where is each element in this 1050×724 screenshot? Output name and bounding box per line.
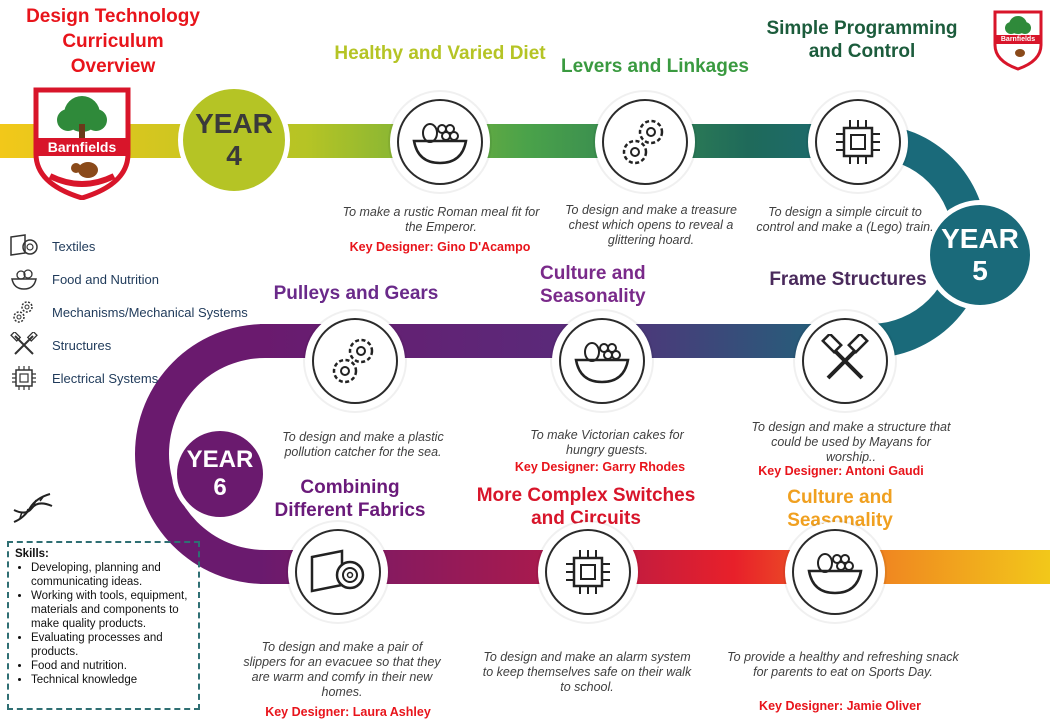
legend-label: Food and Nutrition xyxy=(52,271,159,287)
fruit-bowl-icon xyxy=(8,265,40,293)
year-4-badge: YEAR 4 xyxy=(178,84,290,196)
year-5-badge: YEAR 5 xyxy=(925,200,1035,310)
key-designer: Key Designer: Gino D'Acampo xyxy=(349,240,531,254)
hammers-icon xyxy=(8,331,40,359)
unit-heading: Pulleys and Gears xyxy=(273,283,439,304)
unit-description: To design and make a structure that coul… xyxy=(751,420,951,464)
skill-item: Evaluating processes and products. xyxy=(31,631,192,659)
chip-icon xyxy=(566,550,610,594)
unit-icon-circle xyxy=(305,311,405,411)
legend-item-structures: Structures xyxy=(8,330,111,360)
unit-description: To design and make a treasure chest whic… xyxy=(565,203,737,247)
skills-list: Developing, planning and communicating i… xyxy=(15,561,192,687)
unit-description: To provide a healthy and refreshing snac… xyxy=(727,650,959,679)
title-line-1: Design Technology xyxy=(26,6,200,27)
gears-icon xyxy=(8,298,40,326)
unit-description: To design and make a plastic pollution c… xyxy=(282,430,444,459)
unit-description: To design a simple circuit to control an… xyxy=(756,205,934,234)
chip-icon xyxy=(836,120,880,164)
unit-icon-circle xyxy=(595,92,695,192)
legend-label: Electrical Systems xyxy=(52,370,159,386)
textiles-roll-icon xyxy=(8,232,40,260)
page-title: Design Technology Curriculum Overview xyxy=(8,4,218,79)
fruit-bowl-icon xyxy=(807,553,863,595)
unit-heading: Combining Different Fabrics xyxy=(274,477,426,521)
key-designer: Key Designer: Garry Rhodes xyxy=(514,460,686,474)
unit-icon-circle xyxy=(288,522,388,622)
legend-label: Textiles xyxy=(52,238,96,254)
unit-description: To design and make an alarm system to ke… xyxy=(482,650,692,694)
legend-item-food: Food and Nutrition xyxy=(8,264,159,294)
legend-label: Structures xyxy=(52,337,112,353)
legend-item-electrical: Electrical Systems xyxy=(8,363,158,393)
unit-description: To make a rustic Roman meal fit for the … xyxy=(342,205,540,234)
year-label: YEAR xyxy=(195,108,273,139)
skills-box: Skills: Developing, planning and communi… xyxy=(7,541,200,710)
gears-icon xyxy=(622,119,664,165)
unit-description: To design and make a pair of slippers fo… xyxy=(243,640,441,699)
unit-description: To make Victorian cakes for hungry guest… xyxy=(530,428,684,457)
skill-item: Technical knowledge xyxy=(31,673,192,687)
title-line-3: Overview xyxy=(70,56,156,77)
title-line-2: Curriculum xyxy=(62,31,164,52)
chip-icon xyxy=(8,364,40,392)
fruit-bowl-icon xyxy=(574,342,630,384)
dna-icon xyxy=(10,488,56,528)
legend-item-mechanisms: Mechanisms/Mechanical Systems xyxy=(8,297,248,327)
unit-icon-circle xyxy=(808,92,908,192)
year-label: YEAR xyxy=(186,446,254,473)
unit-icon-circle xyxy=(390,92,490,192)
unit-heading: Frame Structures xyxy=(769,269,927,290)
key-designer: Key Designer: Jamie Oliver xyxy=(759,699,921,713)
barnfields-logo-small: Barnfields xyxy=(992,9,1044,71)
fruit-bowl-icon xyxy=(412,123,468,165)
skill-item: Developing, planning and communicating i… xyxy=(31,561,192,589)
unit-icon-circle xyxy=(538,522,638,622)
skill-item: Working with tools, equipment, materials… xyxy=(31,589,192,631)
unit-icon-circle xyxy=(552,311,652,411)
logo-small-name: Barnfields xyxy=(1000,36,1036,43)
textiles-roll-icon xyxy=(310,549,365,593)
key-designer: Key Designer: Laura Ashley xyxy=(265,705,431,719)
logo-name: Barnfields xyxy=(47,139,117,155)
unit-heading: Culture and Seasonality xyxy=(540,263,646,307)
unit-heading: More Complex Switches and Circuits xyxy=(476,485,696,529)
year-label: YEAR xyxy=(941,223,1019,254)
unit-icon-circle xyxy=(785,522,885,622)
year-number: 4 xyxy=(226,140,242,171)
unit-icon-circle xyxy=(795,311,895,411)
year-number: 6 xyxy=(213,474,227,501)
key-designer: Key Designer: Antoni Gaudi xyxy=(758,464,924,478)
legend-item-textiles: Textiles xyxy=(8,231,95,261)
unit-heading: Healthy and Varied Diet xyxy=(334,43,546,64)
skills-title: Skills: xyxy=(15,548,49,560)
barnfields-logo: Barnfields xyxy=(30,84,134,201)
hammers-icon xyxy=(821,334,869,380)
legend-label: Mechanisms/Mechanical Systems xyxy=(52,304,248,320)
gears-icon xyxy=(332,338,374,384)
year-number: 5 xyxy=(972,255,988,286)
unit-heading: Levers and Linkages xyxy=(561,56,749,77)
skill-item: Food and nutrition. xyxy=(31,659,192,673)
year-6-badge: YEAR 6 xyxy=(172,426,268,522)
unit-heading: Simple Programming and Control xyxy=(766,18,958,62)
